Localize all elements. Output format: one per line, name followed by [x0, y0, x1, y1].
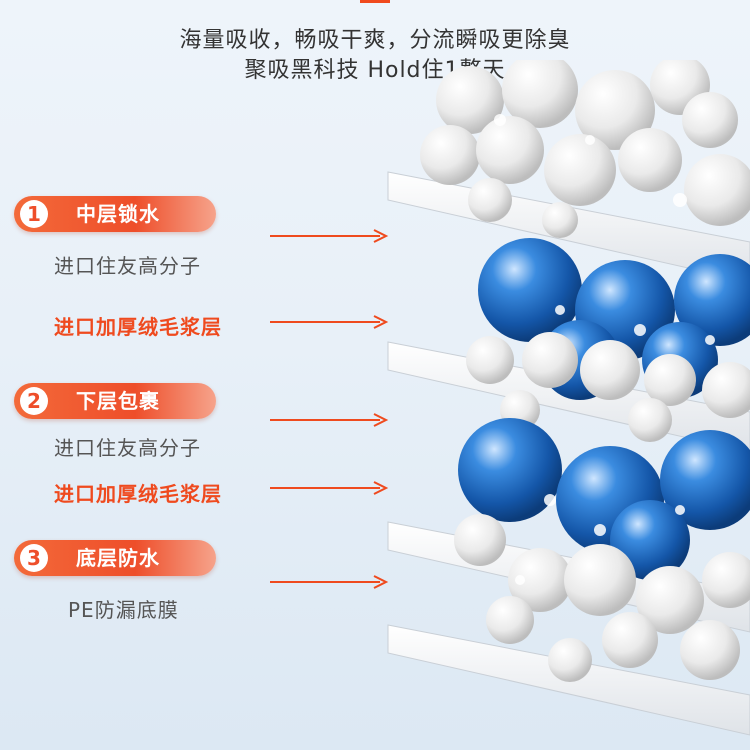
blue-bead [660, 430, 750, 530]
water-droplet [634, 324, 646, 336]
water-droplet [494, 114, 506, 126]
water-droplet [515, 575, 525, 585]
layer-1-badge: 1 中层锁水 [14, 196, 216, 232]
white-bead [702, 362, 750, 418]
white-bead [575, 70, 655, 150]
layer-1-item-2: 进口加厚绒毛浆层 [54, 315, 222, 339]
arrow-icon [270, 315, 389, 329]
white-bead [508, 548, 572, 612]
arrow-icon [270, 413, 389, 427]
white-bead [548, 638, 592, 682]
layer-3-title: 底层防水 [76, 546, 160, 570]
layer-3-item-1: PE防漏底膜 [68, 598, 179, 622]
white-bead [468, 178, 512, 222]
white-bead [476, 116, 544, 184]
white-bead [486, 596, 534, 644]
white-bead [436, 66, 504, 134]
white-bead [680, 620, 740, 680]
water-droplet [673, 193, 687, 207]
layer-2-item-1: 进口住友高分子 [54, 436, 201, 460]
white-bead [618, 128, 682, 192]
layer-1-number: 1 [20, 200, 48, 228]
white-bead [702, 552, 750, 608]
white-bead [542, 202, 578, 238]
white-bead [522, 332, 578, 388]
arrow-icon [270, 481, 389, 495]
white-bead [682, 92, 738, 148]
white-bead [684, 154, 750, 226]
water-droplet [585, 135, 595, 145]
layer-2-badge: 2 下层包裹 [14, 383, 216, 419]
layer-2-title: 下层包裹 [76, 389, 160, 413]
white-bead [466, 336, 514, 384]
bead-cluster [420, 60, 750, 682]
white-bead [628, 398, 672, 442]
water-droplet [705, 335, 715, 345]
water-droplet [675, 505, 685, 515]
top-accent-bar [360, 0, 390, 3]
white-bead [564, 544, 636, 616]
white-bead [636, 566, 704, 634]
white-bead [420, 125, 480, 185]
white-bead [454, 514, 506, 566]
absorbent-layers-illustration [387, 60, 750, 736]
layer-2-item-2: 进口加厚绒毛浆层 [54, 482, 222, 506]
white-bead [544, 134, 616, 206]
white-bead [602, 612, 658, 668]
white-bead [644, 354, 696, 406]
layer-1-item-1: 进口住友高分子 [54, 254, 201, 278]
white-bead [502, 60, 578, 128]
blue-bead [610, 500, 690, 580]
layer-3-number: 3 [20, 544, 48, 572]
blue-bead [458, 418, 562, 522]
arrow-icon [270, 575, 389, 589]
blue-bead [674, 254, 750, 346]
arrow-icon [270, 229, 389, 243]
water-droplet [594, 524, 606, 536]
water-droplet [555, 305, 565, 315]
layer-3-badge: 3 底层防水 [14, 540, 216, 576]
layer-2-number: 2 [20, 387, 48, 415]
blue-bead [478, 238, 582, 342]
layer-1-title: 中层锁水 [76, 202, 160, 226]
white-bead [580, 340, 640, 400]
headline-line-1: 海量吸收，畅吸干爽，分流瞬吸更除臭 [179, 28, 571, 53]
water-droplet [544, 494, 556, 506]
